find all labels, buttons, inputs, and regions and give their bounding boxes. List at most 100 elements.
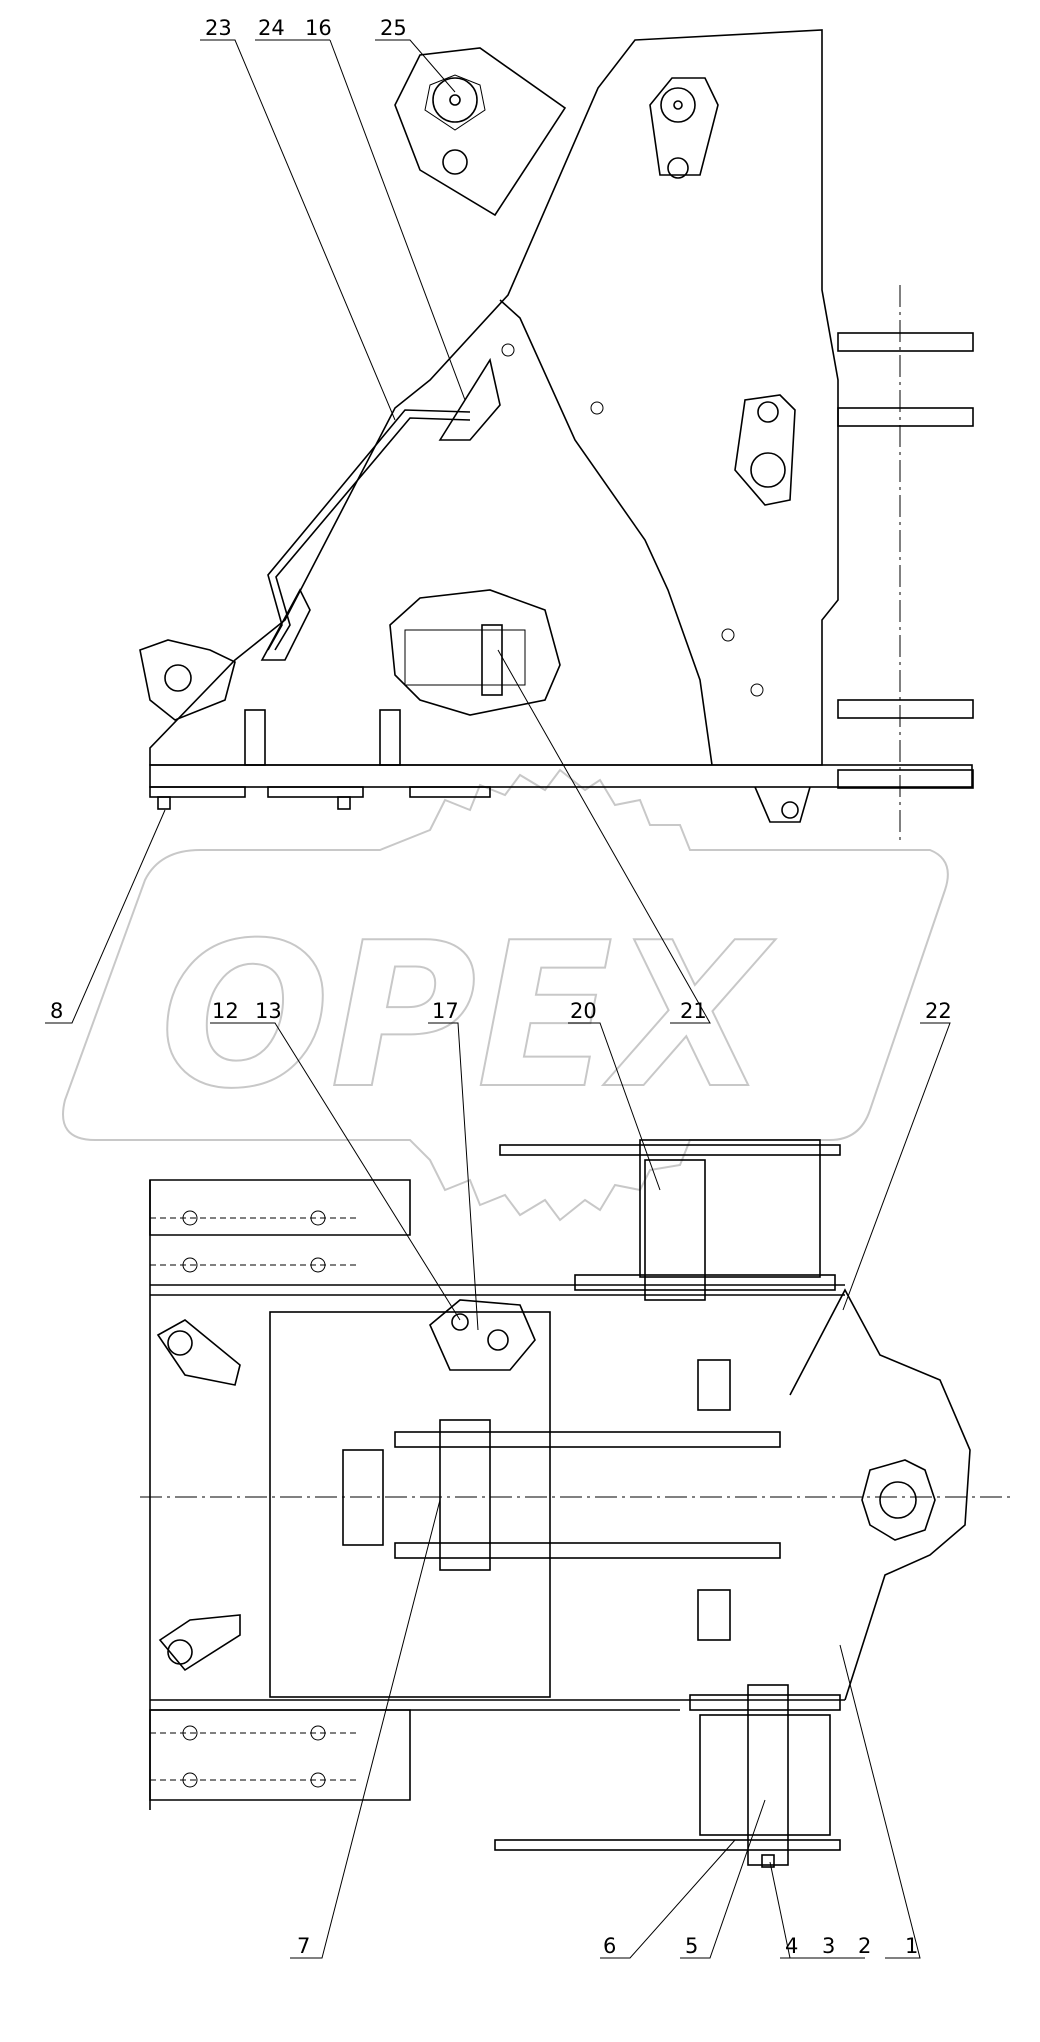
callout-8: 8 [50, 999, 63, 1023]
callout-3: 3 [822, 1934, 835, 1958]
right-bracket-1 [837, 332, 974, 352]
section-pin [481, 624, 503, 696]
leader-12-13 [210, 1022, 461, 1321]
leader-7 [290, 1499, 441, 1959]
mount-hole-1 [501, 343, 515, 357]
upper-assembly-view [139, 29, 974, 840]
bottom-lug-hole [781, 801, 799, 819]
leader-20 [568, 1022, 661, 1191]
hole-plate-bottom [697, 1589, 731, 1641]
pivot-hole-17 [487, 1329, 509, 1351]
upper-base-plate [149, 764, 973, 788]
right-top-lug [649, 77, 719, 176]
bolt-4 [761, 1854, 775, 1868]
leader-17 [428, 1022, 479, 1331]
bottom-lug [754, 786, 811, 823]
upper-guide-base [574, 1274, 836, 1291]
upper-left-eye-hole [164, 664, 192, 692]
callout-6: 6 [603, 1934, 616, 1958]
lower-guide-bottom [494, 1839, 841, 1851]
leader-24-16 [329, 39, 466, 401]
lug-hole-lower [442, 149, 468, 175]
lug-boss-hex [424, 74, 486, 131]
watermark-text: OPEX [160, 900, 776, 1133]
pipe-clamp-bottom [260, 588, 311, 661]
right-top-lug-hole [667, 157, 689, 179]
right-bracket-4 [837, 769, 974, 789]
watermark-gear-outline [62, 768, 949, 1222]
upright-2 [379, 709, 401, 766]
leader-5 [680, 1799, 766, 1959]
upper-lug-25 [394, 47, 567, 217]
base-foot-1 [149, 786, 246, 798]
callout-23: 23 [205, 16, 232, 40]
lower-inner-box [269, 1311, 551, 1698]
middle-right-lug [734, 394, 796, 506]
lower-left-eye-top [156, 1319, 241, 1386]
cylinder-pin-7 [439, 1419, 491, 1571]
opex-watermark: OPEX [62, 768, 949, 1222]
section-detail [404, 629, 526, 686]
upper-left-eye [139, 639, 236, 721]
pipe-23-inner [274, 417, 471, 651]
cylinder-bottom-plate [394, 1542, 781, 1559]
callout-24: 24 [258, 16, 285, 40]
callout-22: 22 [925, 999, 952, 1023]
base-foot-2 [267, 786, 364, 798]
lower-guide-plate [689, 1694, 841, 1711]
callout-1: 1 [905, 1934, 918, 1958]
lug-boss-outer [432, 77, 478, 123]
callout-25: 25 [380, 16, 407, 40]
right-bracket-3 [837, 699, 974, 719]
callout-7: 7 [297, 1934, 310, 1958]
callout-12: 12 [212, 999, 239, 1023]
leader-4-3-2 [769, 1861, 791, 1959]
upright-1 [244, 709, 266, 766]
leader-lines [45, 39, 951, 1959]
upper-guide-plate [499, 1144, 841, 1156]
right-top-lug-boss [660, 87, 696, 123]
callout-20: 20 [570, 999, 597, 1023]
base-stud [337, 796, 351, 810]
upper-guide-box [639, 1139, 821, 1278]
middle-right-lug-hole [757, 401, 779, 423]
leader-25 [375, 39, 456, 93]
section-cutout-21 [389, 589, 561, 716]
mount-hole-4 [750, 683, 764, 697]
callout-5: 5 [685, 1934, 698, 1958]
pipe-23-outer [267, 409, 471, 651]
middle-right-lug-boss [750, 452, 786, 488]
lower-left-eye-top-hole [167, 1330, 193, 1356]
callout-labels: 23 24 16 25 8 21 12 13 17 20 22 7 6 5 4 … [50, 16, 952, 1958]
leader-22 [842, 1022, 951, 1311]
callout-4: 4 [785, 1934, 798, 1958]
leader-1 [839, 1644, 921, 1959]
base-stud-8 [157, 796, 171, 810]
lug-boss-inner [449, 94, 461, 106]
pipe-clamp-top [438, 357, 501, 441]
hole-plate-top [697, 1359, 731, 1411]
leader-8 [45, 809, 166, 1024]
callout-13: 13 [255, 999, 282, 1023]
upper-main-plate [149, 29, 839, 766]
upper-side-plate [499, 299, 713, 766]
callout-2: 2 [858, 1934, 871, 1958]
lower-left-eye-bottom-hole [167, 1639, 193, 1665]
hex-nut [861, 1459, 936, 1541]
mount-hole-2 [590, 401, 604, 415]
callout-17: 17 [432, 999, 459, 1023]
leader-23 [200, 39, 396, 421]
right-bracket-2 [837, 407, 974, 427]
callout-16: 16 [305, 16, 332, 40]
hex-nut-bore [879, 1481, 917, 1519]
mount-hole-3 [721, 628, 735, 642]
lower-guide-box [699, 1714, 831, 1836]
right-top-lug-center [673, 100, 683, 110]
cylinder-top-plate [394, 1431, 781, 1448]
lower-assembly-view [140, 1139, 1010, 1868]
leader-6 [600, 1839, 736, 1959]
lower-right-lug [789, 1288, 971, 1701]
leader-21 [497, 649, 711, 1024]
lower-main-frame [149, 1179, 411, 1801]
